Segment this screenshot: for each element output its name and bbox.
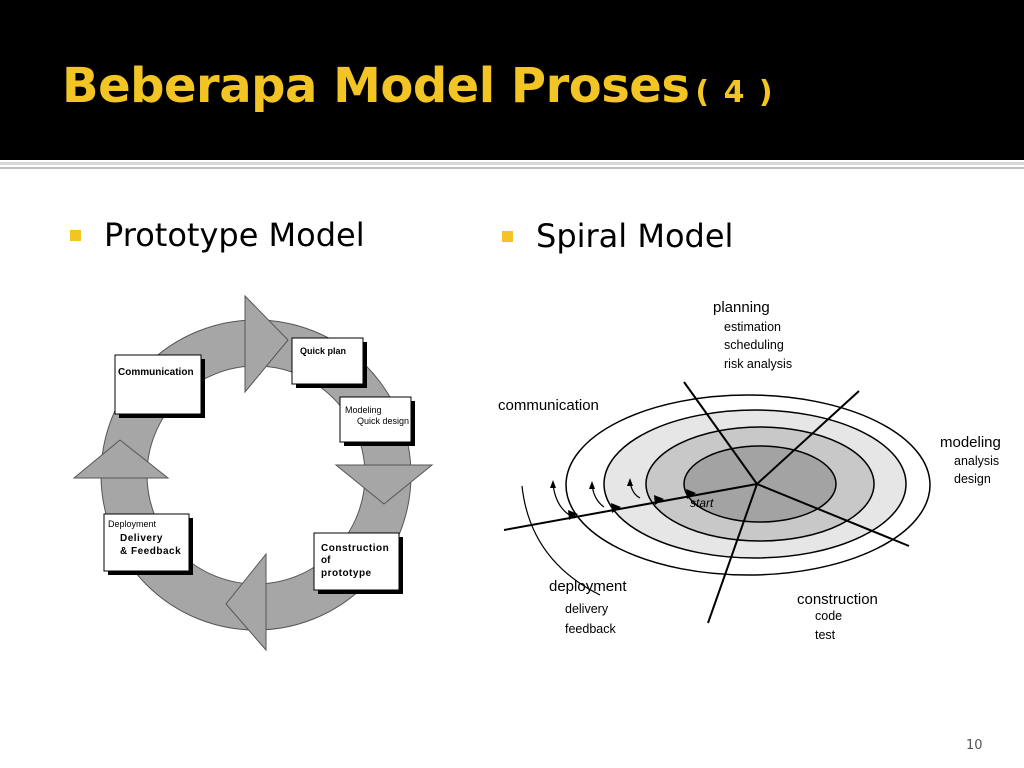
cycle-arrow-top-icon xyxy=(244,294,289,394)
header-divider xyxy=(0,162,1024,165)
bullet-spiral-model: Spiral Model xyxy=(536,217,734,255)
spiral-curve-small xyxy=(552,483,576,519)
spiral-label-planning: planning xyxy=(713,299,770,316)
cycle-arrow-right-icon xyxy=(334,464,434,505)
construction-label-line1: Construction xyxy=(321,543,389,554)
spiral-divider-planning-comm xyxy=(683,381,758,485)
quick-plan-box xyxy=(291,337,364,385)
start-arrowhead-icon xyxy=(568,510,578,520)
spiral-label-risk-analysis: risk analysis xyxy=(724,357,792,371)
spiral-label-construction: construction xyxy=(797,591,878,608)
modeling-label-line2: Quick design xyxy=(357,416,409,426)
curve-arrowhead-icon xyxy=(589,481,595,489)
spiral-label-test: test xyxy=(815,628,836,642)
deployment-label-line3: & Feedback xyxy=(120,546,181,557)
slide-header xyxy=(0,0,1024,160)
communication-box xyxy=(114,354,202,415)
deployment-label-line1: Deployment xyxy=(108,519,157,529)
spiral-label-deployment: deployment xyxy=(549,578,627,595)
spiral-label-modeling: modeling xyxy=(940,434,1001,451)
deployment-box xyxy=(103,513,190,572)
bullet-marker-prototype xyxy=(70,230,81,241)
spiral-label-feedback: feedback xyxy=(565,622,616,636)
spiral-divider-construction-deployment xyxy=(707,483,758,624)
spiral-label-design: design xyxy=(954,472,991,486)
start-arrowhead-icon xyxy=(611,503,621,513)
page-number: 10 xyxy=(966,738,983,753)
slide-title: Beberapa Model Proses( 4 ) xyxy=(62,54,775,125)
curve-arrowhead-icon xyxy=(550,480,556,488)
slide-title-suffix: ( 4 ) xyxy=(695,75,775,110)
slide-title-text: Beberapa Model Proses xyxy=(62,58,690,114)
spiral-divider-planning-modeling xyxy=(756,390,860,485)
modeling-label-line1: Modeling xyxy=(345,405,382,415)
spiral-label-start: start xyxy=(690,496,714,510)
spiral-outer-curve xyxy=(521,485,601,596)
spiral-label-analysis: analysis xyxy=(954,454,999,468)
communication-label: Communication xyxy=(118,367,194,378)
spiral-label-communication: communication xyxy=(498,397,599,414)
spiral-label-scheduling: scheduling xyxy=(724,338,784,352)
quick-plan-label: Quick plan xyxy=(300,346,346,356)
construction-label-line3: prototype xyxy=(321,568,372,579)
construction-label-line2: of xyxy=(321,555,331,566)
spiral-start-arrow-line xyxy=(503,483,758,531)
spiral-label-delivery: delivery xyxy=(565,602,609,616)
spiral-divider-modeling-construction xyxy=(756,483,910,547)
modeling-box xyxy=(339,396,412,443)
spiral-label-estimation: estimation xyxy=(724,320,781,334)
header-divider-secondary xyxy=(0,167,1024,169)
cycle-arrow-bottom-icon xyxy=(225,552,267,652)
deployment-label-line2: Delivery xyxy=(120,533,163,544)
spiral-ring-4 xyxy=(683,445,837,523)
start-arrowhead-icon xyxy=(686,489,696,499)
cycle-arrow-left-icon xyxy=(72,439,170,479)
bullet-marker-spiral xyxy=(502,231,513,242)
construction-box xyxy=(313,532,400,591)
spiral-label-code: code xyxy=(815,609,842,623)
start-arrowhead-icon xyxy=(654,495,664,505)
curve-arrowhead-icon xyxy=(627,478,633,486)
bullet-prototype-model: Prototype Model xyxy=(104,216,365,254)
